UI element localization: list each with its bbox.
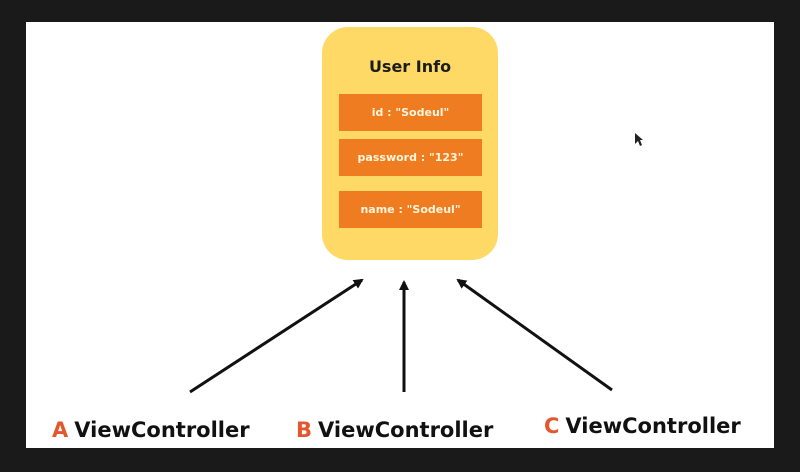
controller-name: ViewController [565,414,741,438]
mouse-cursor-icon [635,133,643,146]
field-name: name : "Sodeul" [339,191,482,228]
card-title: User Info [368,57,452,76]
user-info-card: User Info id : "Sodeul" password : "123"… [322,27,498,260]
controller-letter: A [52,418,69,442]
controller-name: ViewController [318,418,494,442]
arrow-up-right-icon [189,278,364,394]
controller-letter: C [544,414,560,438]
controller-letter: B [296,418,313,442]
field-id: id : "Sodeul" [339,94,482,131]
arrow-up-left-icon [456,278,613,392]
field-password: password : "123" [339,139,482,176]
controller-name: ViewController [74,418,250,442]
